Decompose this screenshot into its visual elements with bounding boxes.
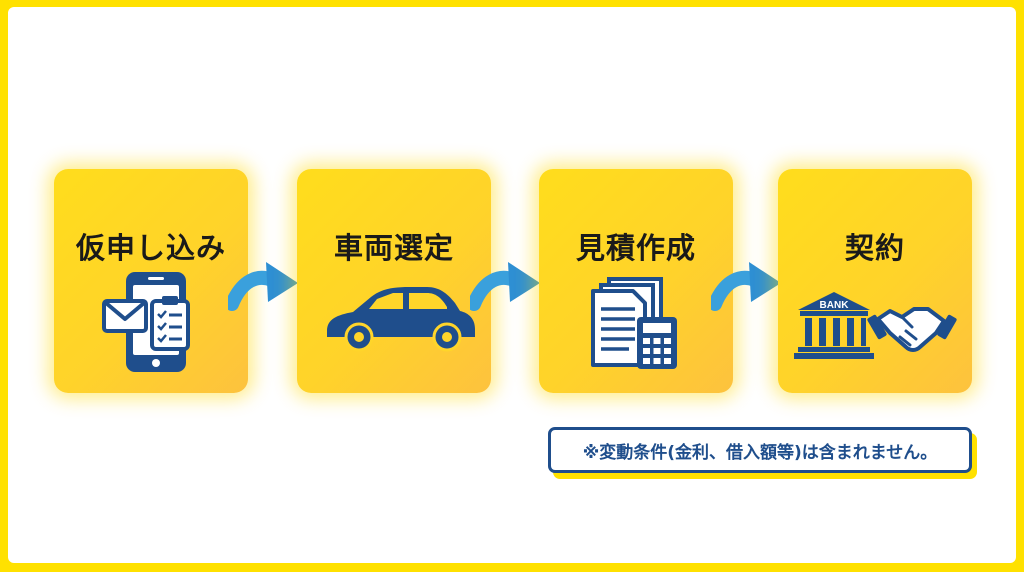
arrow-icon [470,262,540,311]
arrow-icon [228,262,298,311]
step-card-vehicle-selection: 車両選定 [297,169,491,393]
step-title: 契約 [844,231,905,265]
bank-handshake-icon: BANK [794,292,957,359]
car-icon [327,287,475,352]
step-title: 見積作成 [575,231,696,265]
step-card-contract: 契約 BANK [778,169,972,393]
step-card-application: 仮申し込み [54,169,248,393]
phone-mail-checklist-icon [102,272,190,372]
disclaimer-note: ※変動条件(金利、借入額等)は含まれません。 [548,427,972,473]
step-card-estimate: 見積作成 [539,169,733,393]
step-title: 車両選定 [333,231,454,265]
bank-sign: BANK [820,300,850,311]
step-title: 仮申し込み [75,231,226,265]
arrow-icon [711,262,781,311]
documents-calculator-icon [591,277,677,369]
